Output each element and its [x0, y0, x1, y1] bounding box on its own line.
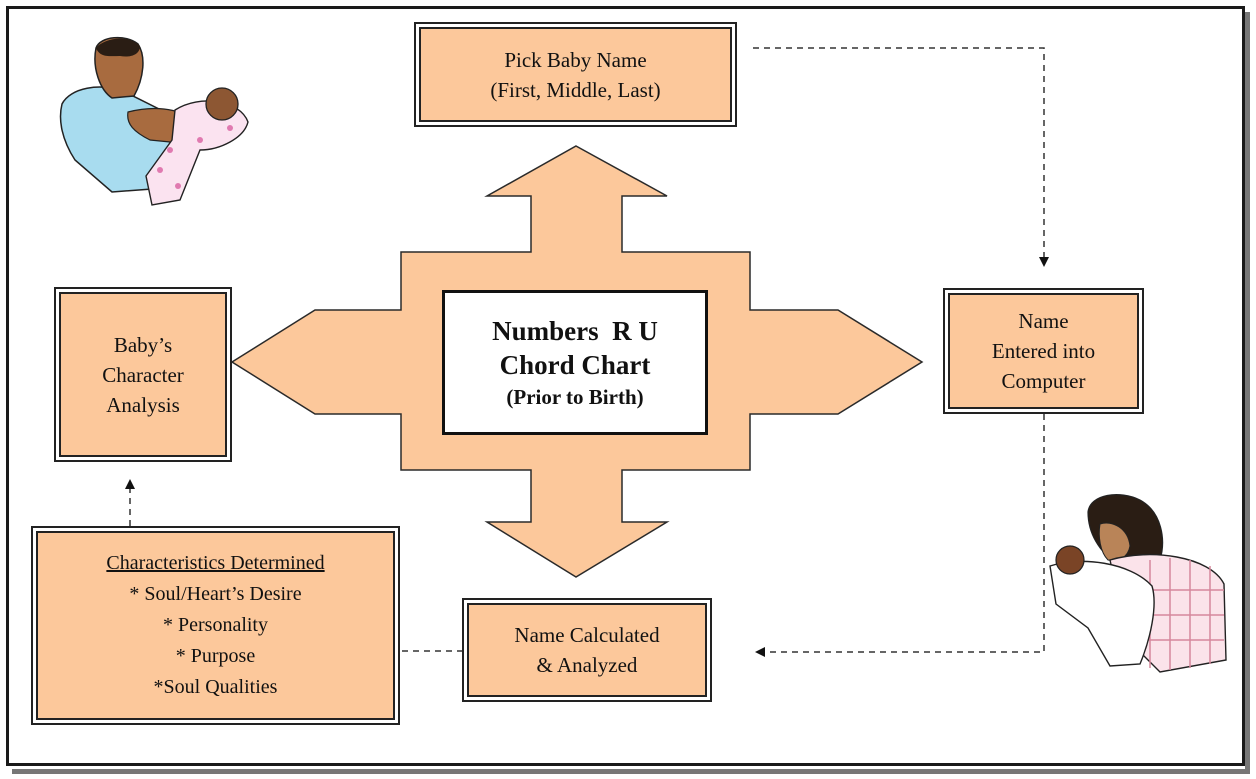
name-calculated-line2: & Analyzed	[536, 653, 638, 677]
character-analysis-line2: Character	[102, 362, 184, 387]
pick-baby-name-box: Pick Baby Name (First, Middle, Last)	[414, 22, 737, 127]
name-entered-line3: Computer	[1001, 369, 1086, 393]
frame-shadow-right	[1245, 12, 1250, 774]
connector-pick-to-entered	[753, 47, 1049, 267]
connector-entered-to-calculated	[755, 414, 1045, 657]
center-title-box: Numbers R U Chord Chart (Prior to Birth)	[442, 290, 708, 435]
character-analysis-box: Baby’s Character Analysis	[54, 287, 232, 462]
center-title-line2: Chord Chart	[499, 349, 651, 380]
characteristic-item: * Soul/Heart’s Desire	[129, 583, 302, 605]
center-title-line1: Numbers R U	[492, 315, 658, 346]
characteristic-item: *Soul Qualities	[153, 676, 278, 698]
name-calculated-line1: Name Calculated	[514, 623, 660, 647]
mother-holding-baby-icon	[1049, 494, 1227, 673]
pick-baby-name-title: Pick Baby Name	[504, 47, 647, 72]
name-entered-box: Name Entered into Computer	[943, 288, 1144, 414]
character-analysis-line3: Analysis	[106, 392, 180, 417]
characteristics-box: Characteristics Determined * Soul/Heart’…	[31, 526, 400, 725]
name-entered-line2: Entered into	[991, 339, 1096, 363]
center-title-line3: (Prior to Birth)	[506, 384, 644, 409]
frame-shadow	[12, 769, 1248, 774]
father-holding-baby-icon	[59, 36, 249, 206]
name-entered-line1: Name	[1018, 309, 1069, 333]
pick-baby-name-subtitle: (First, Middle, Last)	[490, 77, 661, 102]
character-analysis-line1: Baby’s	[113, 332, 173, 357]
characteristic-item: * Personality	[163, 614, 268, 636]
characteristic-item: * Purpose	[175, 645, 256, 667]
characteristics-heading: Characteristics Determined	[106, 552, 325, 574]
name-calculated-box: Name Calculated & Analyzed	[462, 598, 712, 702]
diagram-frame	[6, 6, 1245, 766]
